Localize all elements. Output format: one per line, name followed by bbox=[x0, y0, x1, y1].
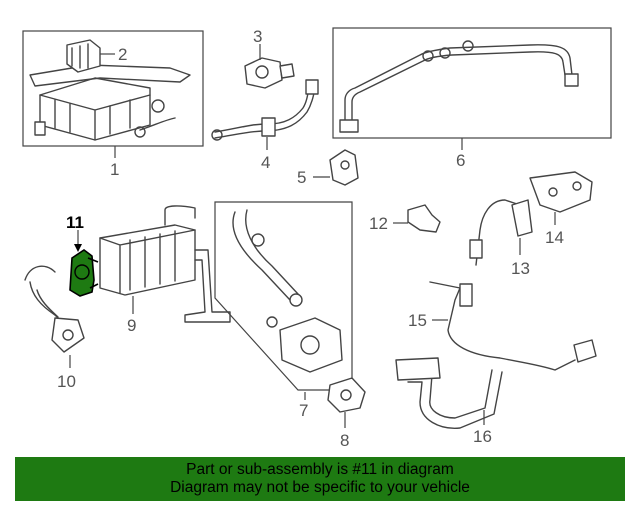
callout-10: 10 bbox=[57, 372, 76, 391]
callout-15: 15 bbox=[408, 311, 427, 330]
part-5-bracket bbox=[329, 149, 359, 186]
part-16-bracket bbox=[395, 357, 503, 429]
callout-7: 7 bbox=[299, 401, 308, 420]
callout-3: 3 bbox=[253, 27, 262, 46]
callout-2: 2 bbox=[118, 45, 127, 64]
notice-line-2: Diagram may not be specific to your vehi… bbox=[170, 479, 470, 496]
part-group-6 bbox=[332, 27, 612, 139]
part-11-gasket-highlighted bbox=[69, 249, 99, 297]
part-group-7 bbox=[214, 201, 353, 391]
part-15-sensor-cable bbox=[429, 281, 597, 371]
callout-8: 8 bbox=[340, 431, 349, 450]
diagram-notice-banner: Part or sub-assembly is #11 in diagram D… bbox=[15, 457, 625, 501]
callout-16: 16 bbox=[473, 427, 492, 446]
callout-4: 4 bbox=[261, 153, 270, 172]
notice-line-1: Part or sub-assembly is #11 in diagram bbox=[186, 461, 454, 478]
part-12-sensor bbox=[407, 204, 441, 233]
callout-1: 1 bbox=[110, 160, 119, 179]
part-10-pipe bbox=[24, 265, 85, 353]
part-4-hose bbox=[211, 79, 319, 141]
part-3-vsv bbox=[244, 57, 295, 89]
part-group-1 bbox=[22, 30, 204, 147]
part-14-bracket bbox=[529, 171, 593, 213]
callout-9: 9 bbox=[127, 316, 136, 335]
parts-diagram: 1 2 3 4 5 6 7 8 9 10 11 12 13 14 15 16 bbox=[22, 27, 612, 450]
callout-12: 12 bbox=[369, 214, 388, 233]
callout-11: 11 bbox=[66, 213, 84, 232]
part-9-egr-cooler bbox=[99, 205, 231, 323]
callout-6: 6 bbox=[456, 151, 465, 170]
callout-13: 13 bbox=[511, 259, 530, 278]
part-13-oxygen-sensor bbox=[469, 199, 533, 266]
part-8-gasket bbox=[327, 377, 366, 413]
callout-14: 14 bbox=[545, 228, 564, 247]
callout-5: 5 bbox=[297, 168, 306, 187]
